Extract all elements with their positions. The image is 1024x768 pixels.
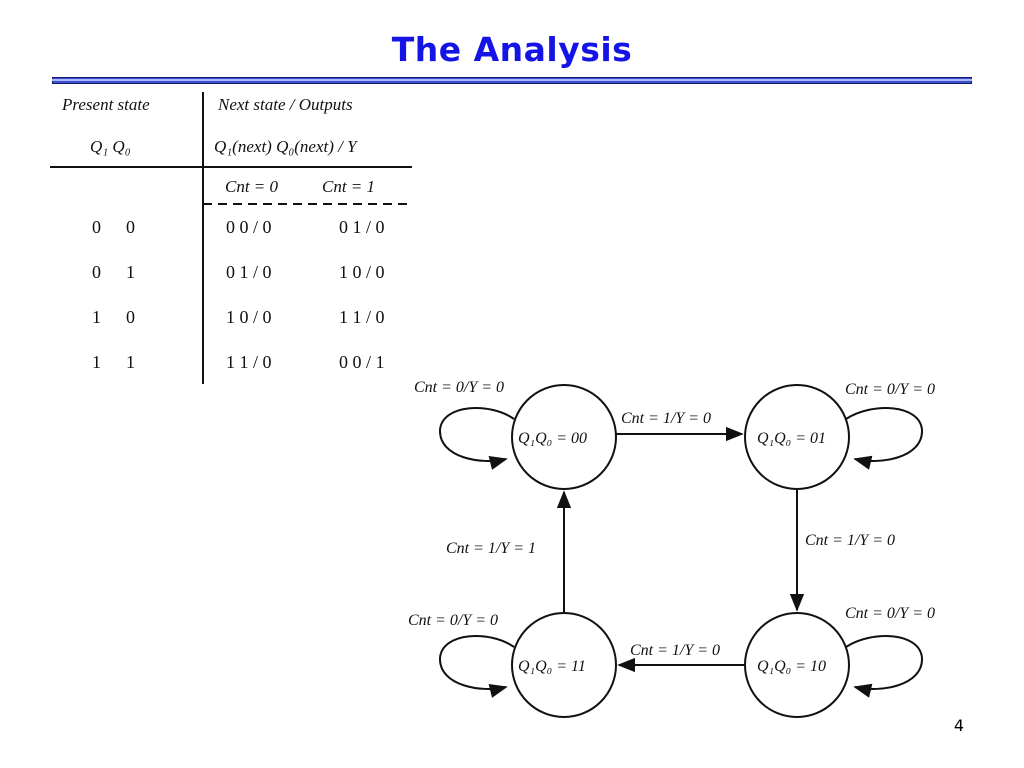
header-present-vars: Q₁ Q₀	[90, 137, 131, 156]
row2-cnt0: 1 0 / 0	[226, 307, 272, 327]
header-cnt0: Cnt = 0	[225, 177, 279, 196]
header-next-state: Next state / Outputs	[217, 95, 353, 114]
edge-00-01-label: Cnt = 1/Y = 0	[621, 410, 711, 427]
row3-q1: 1	[92, 352, 101, 372]
selfloop-00-label: Cnt = 0/Y = 0	[414, 379, 504, 396]
row1-q0: 1	[126, 262, 135, 282]
row0-cnt0: 0 0 / 0	[226, 217, 272, 237]
page-number: 4	[953, 716, 964, 735]
row0-q1: 0	[92, 217, 101, 237]
header-present-state: Present state	[61, 95, 150, 114]
row3-q0: 1	[126, 352, 135, 372]
selfloop-01-label: Cnt = 0/Y = 0	[845, 381, 935, 398]
row2-q0: 0	[126, 307, 135, 327]
row2-q1: 1	[92, 307, 101, 327]
selfloop-01	[845, 407, 924, 470]
table-row: 1 0 1 0 / 0 1 1 / 0	[92, 307, 385, 327]
row2-cnt1: 1 1 / 0	[339, 307, 385, 327]
row3-cnt0: 1 1 / 0	[226, 352, 272, 372]
row0-q0: 0	[126, 217, 135, 237]
selfloop-10-label: Cnt = 0/Y = 0	[845, 605, 935, 622]
selfloop-11	[438, 635, 515, 698]
header-next-vars: Q₁(next) Q₀(next) / Y	[214, 137, 358, 156]
selfloop-11-label: Cnt = 0/Y = 0	[408, 612, 498, 629]
state-10-label: Q₁Q₀ = 10	[757, 658, 826, 675]
edge-10-11-label: Cnt = 1/Y = 0	[630, 642, 720, 659]
state-00-node	[511, 384, 617, 490]
row1-cnt1: 1 0 / 0	[339, 262, 385, 282]
state-11-label: Q₁Q₀ = 11	[518, 658, 586, 675]
header-cnt1: Cnt = 1	[322, 177, 375, 196]
state-diagram-labels: Q₁Q₀ = 00 Q₁Q₀ = 01 Q₁Q₀ = 10 Q₁Q₀ = 11 …	[408, 379, 935, 675]
state-diagram	[438, 384, 924, 718]
state-00-label: Q₁Q₀ = 00	[518, 430, 587, 447]
state-01-label: Q₁Q₀ = 01	[757, 430, 826, 447]
table-row: 0 0 0 0 / 0 0 1 / 0	[92, 217, 385, 237]
table-row: 1 1 1 1 / 0 0 0 / 1	[92, 352, 385, 372]
row0-cnt1: 0 1 / 0	[339, 217, 385, 237]
row1-q1: 0	[92, 262, 101, 282]
row1-cnt0: 0 1 / 0	[226, 262, 272, 282]
edge-11-00-label: Cnt = 1/Y = 1	[446, 540, 536, 557]
slide-title: The Analysis	[391, 30, 633, 69]
state-table: Present state Next state / Outputs Q₁ Q₀…	[50, 92, 412, 384]
title-rule-highlight	[52, 79, 972, 81]
edge-01-10-label: Cnt = 1/Y = 0	[805, 532, 895, 549]
row3-cnt1: 0 0 / 1	[339, 352, 385, 372]
table-row: 0 1 0 1 / 0 1 0 / 0	[92, 262, 385, 282]
selfloop-10	[845, 635, 924, 698]
selfloop-00	[438, 407, 515, 470]
